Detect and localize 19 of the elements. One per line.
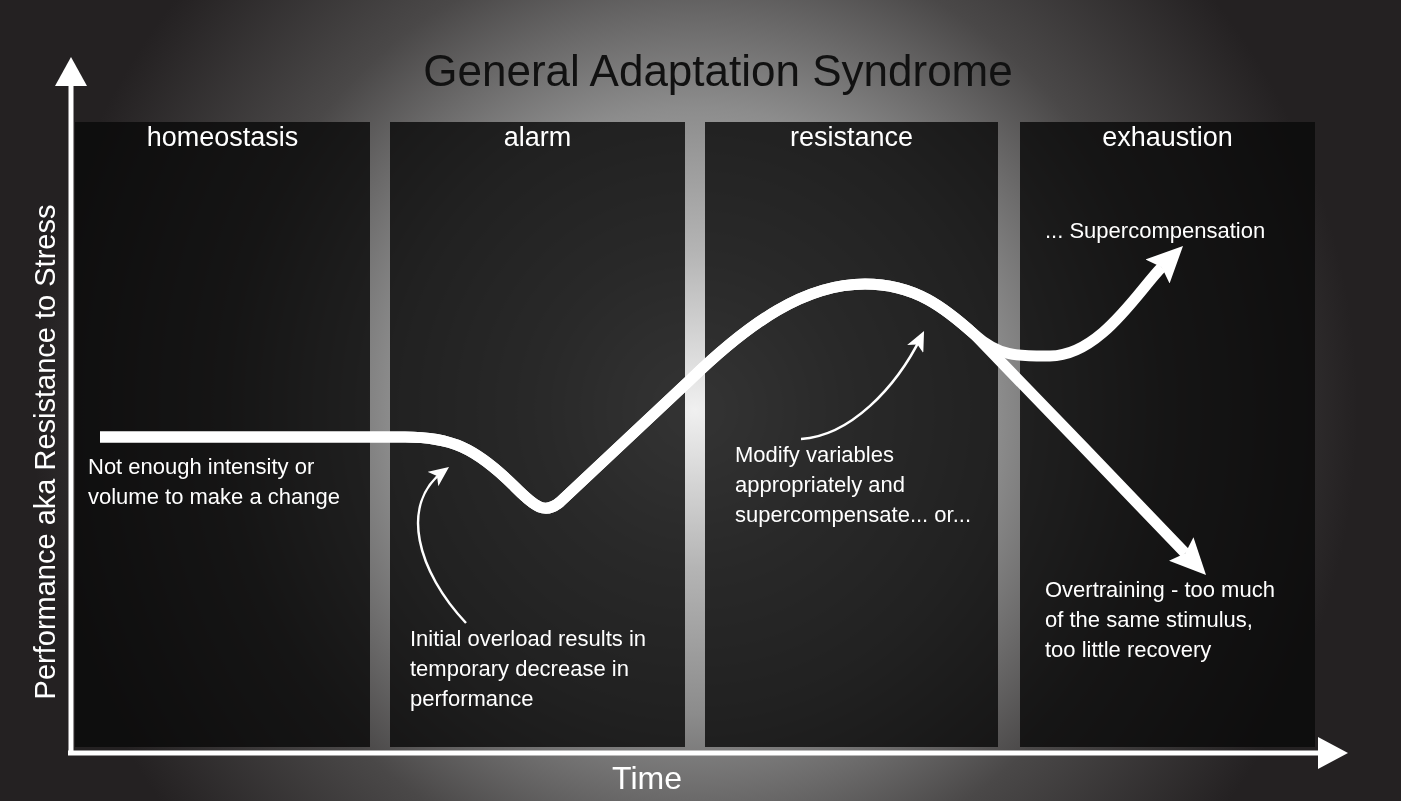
phase-heading: resistance — [789, 122, 914, 152]
phase-heading: exhaustion — [1102, 122, 1233, 152]
phase-panel — [1020, 122, 1315, 747]
annotation-text: Initial overload results in temporary decrease in performance — [410, 624, 662, 714]
axis-label: Time — [612, 760, 682, 797]
axis-label: Performance aka Resistance to Stress — [29, 204, 63, 700]
leader-arrow — [800, 331, 925, 441]
phase-heading: alarm — [503, 122, 572, 152]
diagram-title: General Adaptation Syndrome — [423, 46, 1013, 97]
phase-panel — [705, 122, 998, 747]
phase-panel — [75, 122, 370, 747]
annotation-text: ... Supercompensation — [1045, 216, 1266, 246]
phase-heading: homeostasis — [146, 122, 299, 152]
curve-arrow — [100, 278, 1207, 575]
annotation-text: Overtraining - too much of the same stimulus, too little recovery — [1045, 575, 1281, 665]
annotation-text: Not enough intensity or volume to make a change — [88, 453, 341, 511]
annotation-text: Modify variables appropriately and supercompensate... or... — [735, 440, 983, 530]
phase-panel — [390, 122, 685, 747]
leader-arrow — [416, 466, 467, 624]
